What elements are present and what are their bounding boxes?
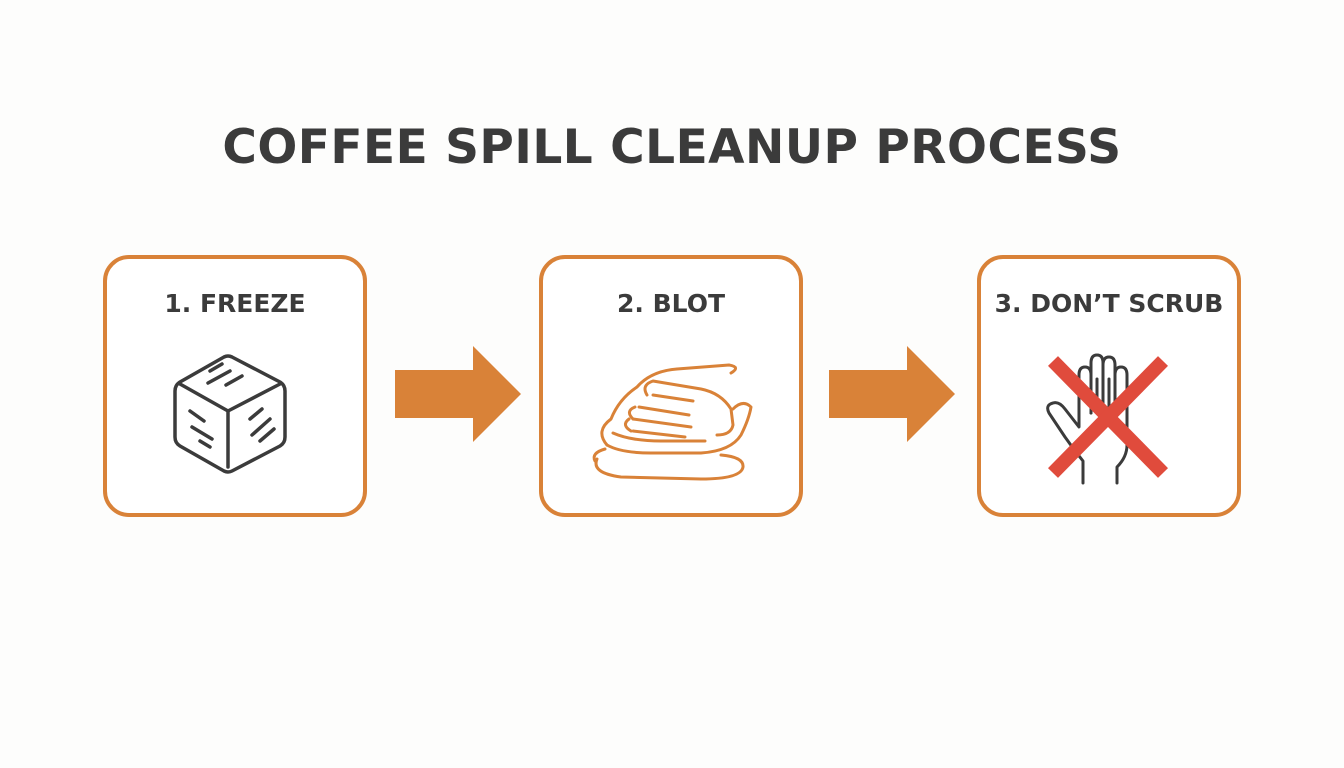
page-title: COFFEE SPILL CLEANUP PROCESS [222, 120, 1122, 175]
step-label: 1. FREEZE [164, 289, 306, 318]
arrow-right-icon [395, 346, 521, 442]
ice-cube-icon [173, 354, 287, 474]
step-label: 2. BLOT [617, 289, 725, 318]
arrow-right-icon [829, 346, 955, 442]
step-label: 3. DON’T SCRUB [994, 289, 1224, 318]
hand-blotting-spill-icon [592, 363, 753, 481]
crossed-out-hand-icon [1046, 353, 1168, 485]
step-card-dont-scrub: 3. DON’T SCRUB [977, 255, 1241, 517]
step-card-freeze: 1. FREEZE [103, 255, 367, 517]
step-card-blot: 2. BLOT [539, 255, 803, 517]
